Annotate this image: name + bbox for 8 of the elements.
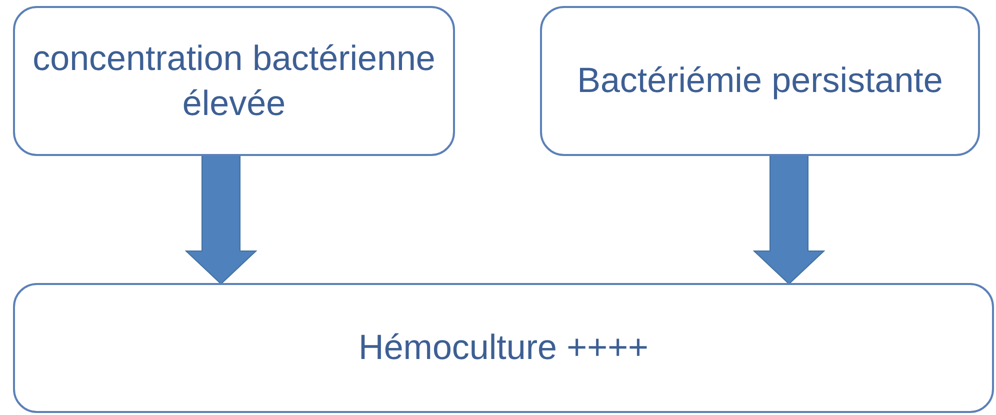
block-arrow [752,154,826,285]
text-box [540,6,980,156]
box-text: Bactériémie persistante [577,60,943,102]
text-box [13,283,994,413]
box-text: concentration bactérienne élevée [32,38,436,125]
box-text: Hémoculture ++++ [358,327,648,370]
text-box [13,6,455,156]
block-arrow [184,154,258,285]
